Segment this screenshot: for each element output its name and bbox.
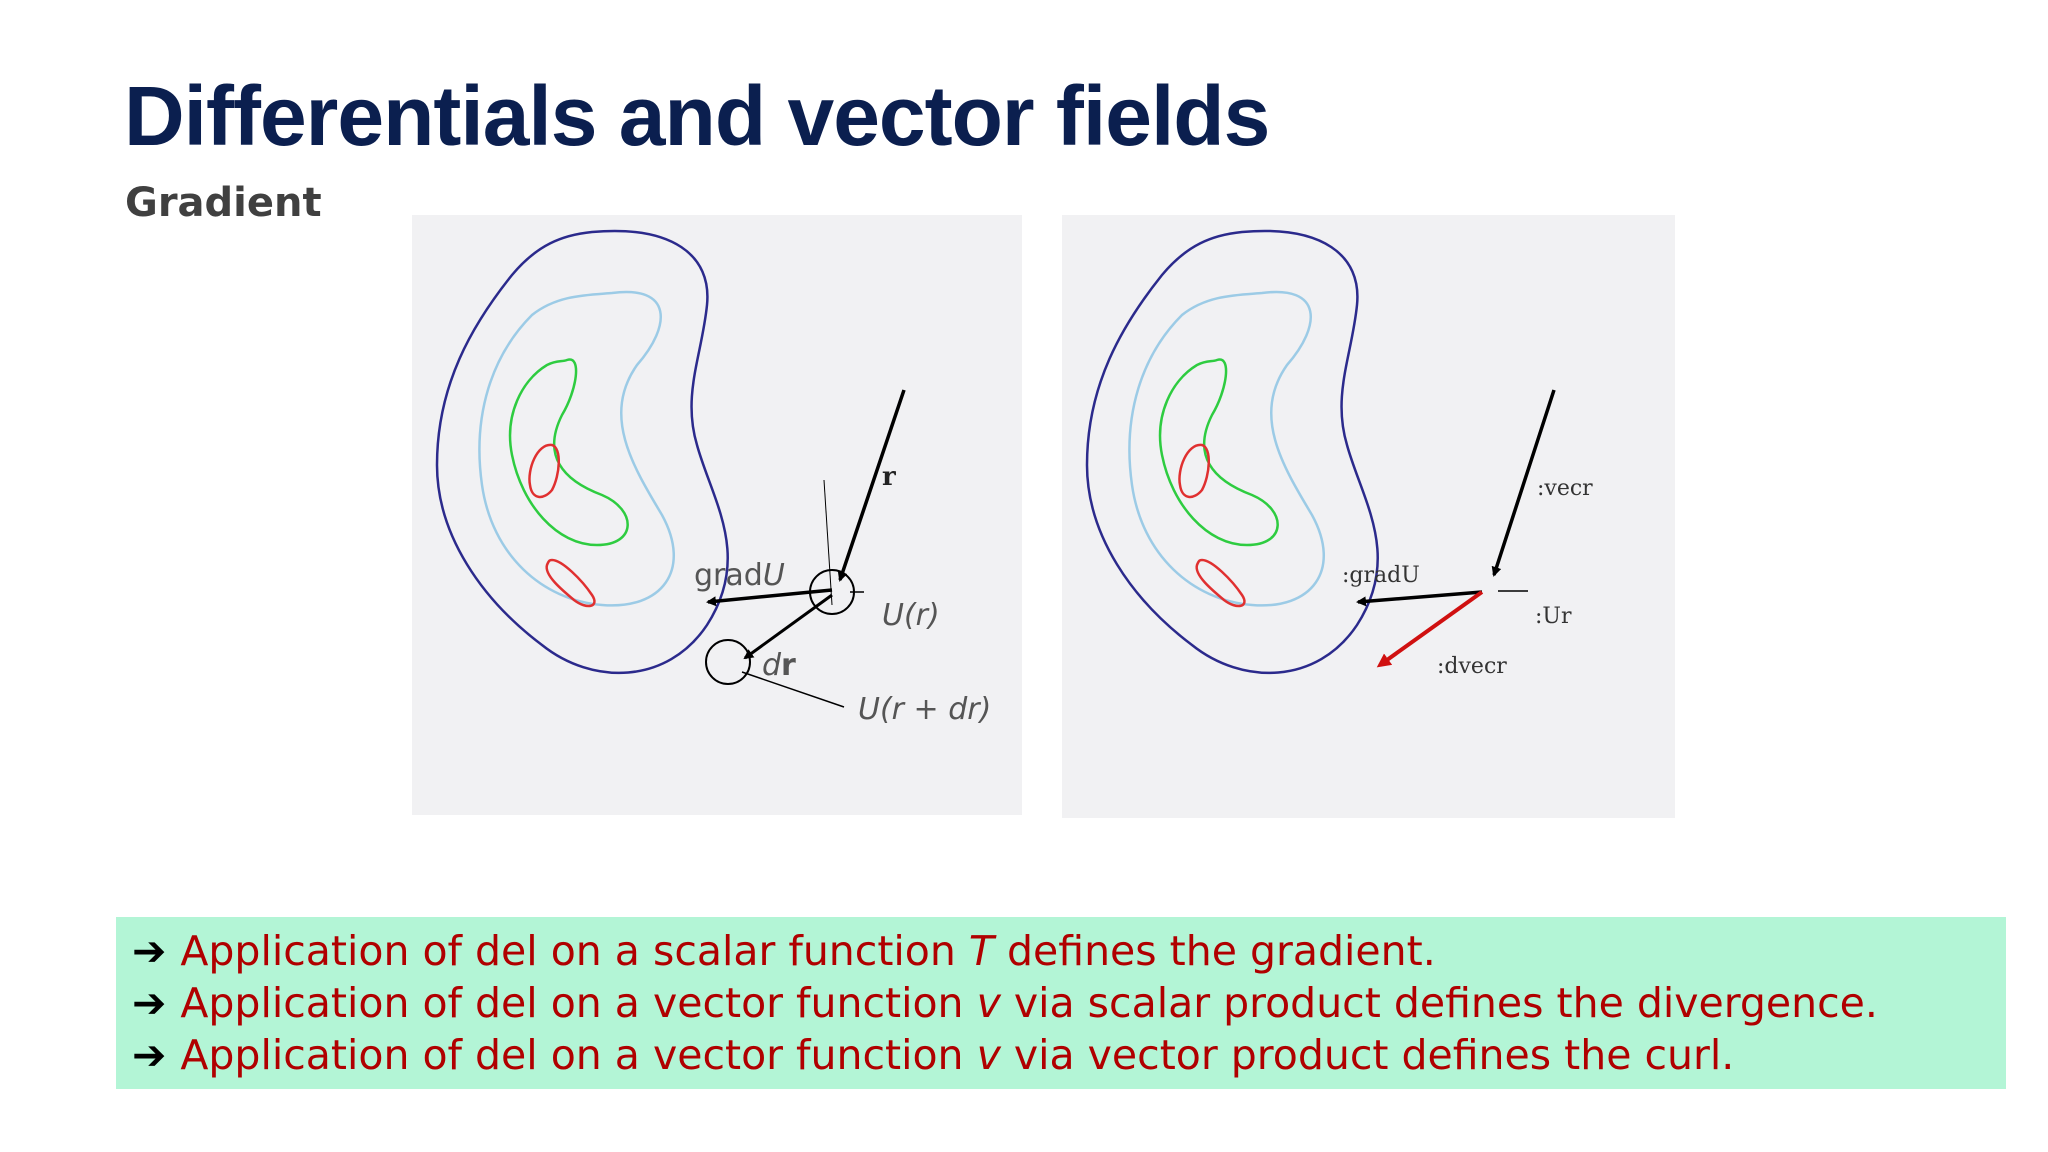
gradient-figure-left: r gradU U(r) dr U(r + dr) (412, 215, 1022, 815)
contour-peak-1 (1178, 443, 1210, 499)
vector-r (1491, 389, 1556, 577)
summary-line-divergence: ➔Application of del on a vector function… (132, 979, 1878, 1027)
contour-middle (478, 290, 675, 607)
contour-peak-2 (1195, 558, 1246, 608)
label-U-r-dr: U(r + dr) (858, 692, 991, 727)
arrow-icon: ➔ (132, 927, 167, 975)
contour-inner-green (1158, 358, 1279, 547)
leader-line (741, 671, 845, 708)
label-dr-r: r (781, 648, 796, 683)
label-Ur: :Ur (1535, 604, 1572, 629)
label-grad: grad (694, 558, 763, 593)
vector-r (837, 389, 906, 582)
contour-peak-1 (528, 443, 560, 499)
summary-line-curl: ➔Application of del on a vector function… (132, 1031, 1735, 1079)
vector-dr-red (1376, 590, 1484, 668)
contour-outer (435, 229, 729, 675)
label-U-r: U(r) (882, 598, 940, 633)
vector-dr (743, 593, 833, 660)
tangent-line (823, 479, 833, 606)
arrow-icon: ➔ (132, 1031, 167, 1079)
gradient-figure-right: :vecr :gradU :Ur :dvecr (1062, 215, 1675, 818)
label-d: d (762, 648, 782, 683)
contour-peak-2 (545, 558, 596, 608)
label-dvecr: :dvecr (1437, 654, 1507, 679)
svg-text:dr: dr (762, 648, 796, 683)
slide-title: Differentials and vector fields (124, 69, 1270, 163)
point-U-r-dr (705, 639, 751, 685)
contour-inner-green (508, 358, 629, 547)
contour-middle (1128, 290, 1325, 607)
contour-outer (1085, 229, 1379, 675)
label-r: r (882, 462, 896, 492)
arrow-icon: ➔ (132, 979, 167, 1027)
vector-gradU (706, 588, 833, 607)
summary-box: ➔Application of del on a scalar function… (116, 917, 2006, 1089)
summary-line-gradient: ➔Application of del on a scalar function… (132, 927, 1436, 975)
svg-text:gradU: gradU (694, 558, 785, 593)
label-gradU: :gradU (1342, 563, 1420, 588)
label-gradU-var: U (763, 558, 785, 593)
slide-subtitle: Gradient (125, 180, 322, 226)
vector-gradU (1356, 590, 1483, 607)
label-vecr: :vecr (1537, 476, 1593, 501)
